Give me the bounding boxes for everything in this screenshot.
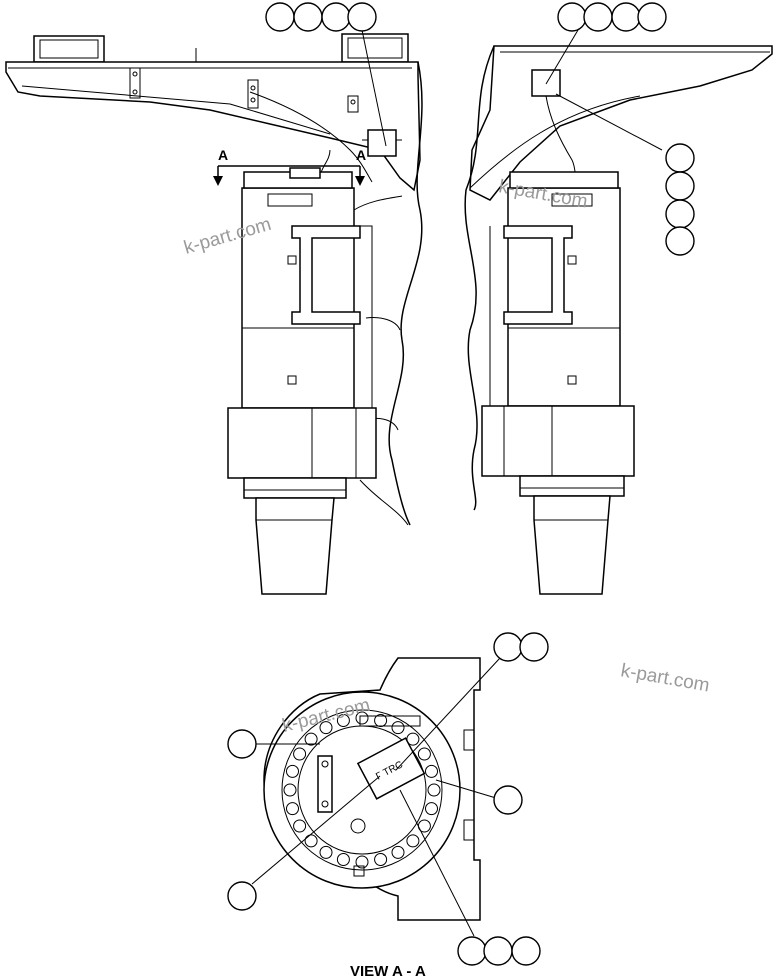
swing-ring-right [481,405,635,477]
bracket-right [503,225,573,325]
bolt-circle [283,711,441,869]
bolt [336,714,350,727]
bolt [286,764,299,778]
bolt [293,747,307,761]
bolt [391,721,405,735]
section-label-right: A [356,147,366,163]
pinion-right [533,495,611,595]
swing-motor-left [241,187,355,409]
section-label-left: A [218,147,228,163]
bolt [304,834,318,848]
right-side-view [464,45,773,595]
swing-ring-left [227,407,377,479]
left-side-view [5,33,423,595]
watermark-3: k-part.com [619,660,711,696]
ring-outline [263,691,461,889]
callout-balloons [227,2,695,966]
pinion-left [255,497,335,595]
bolt [374,853,388,866]
bolt [391,845,405,859]
sensor-plate: Γ TRC [356,737,426,800]
bolt [427,783,441,797]
relay-right [531,69,561,97]
bolt [304,732,318,746]
view-a-a: Γ TRC [263,657,481,921]
bolt [336,853,350,866]
bolt [425,764,438,778]
bolt [355,711,369,725]
slot [317,755,333,813]
bracket-left [291,225,361,325]
break-line-left [388,61,423,526]
bolt [293,819,307,833]
bolt [406,834,420,848]
bolt [355,855,369,869]
bolt [425,802,438,816]
section-marker: A A [213,147,366,186]
break-line-right [464,45,495,511]
relay-left [367,129,397,157]
bolt [319,845,333,859]
bolt [319,721,333,735]
view-caption: VIEW A - A [350,963,426,980]
leader-lines [251,29,663,937]
bolt [286,802,299,816]
bolt [417,747,431,761]
bolt [283,783,297,797]
frame-plate-left [5,61,421,192]
